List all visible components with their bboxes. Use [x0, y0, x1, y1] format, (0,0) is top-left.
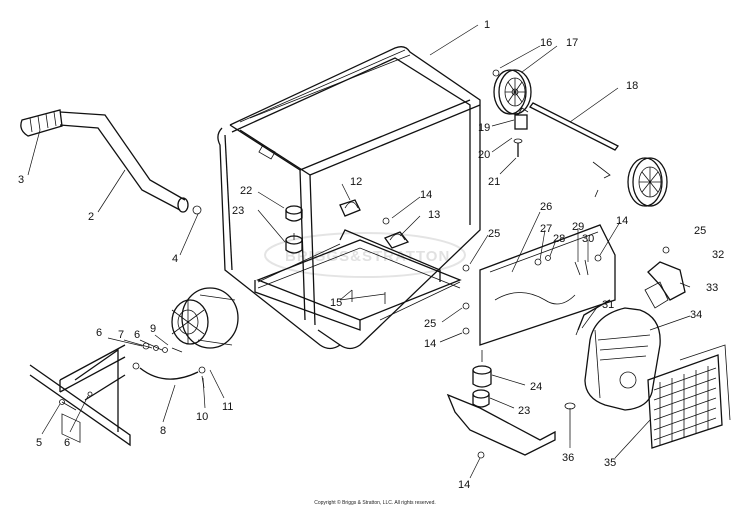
heat-shield	[647, 344, 731, 449]
callout-6b: 6	[134, 329, 140, 341]
frame-lower-left	[29, 344, 131, 447]
callout-21: 21	[488, 176, 500, 188]
callout-labels: 1 16 17 18 19 20 21 3 2 4 22 23 12 14 13…	[18, 19, 724, 491]
callout-7: 7	[118, 329, 124, 341]
callout-24: 24	[530, 381, 542, 393]
callout-14c: 14	[424, 338, 436, 350]
callout-16: 16	[540, 37, 552, 49]
wheel-top	[492, 69, 532, 115]
callout-29: 29	[572, 221, 584, 233]
callout-12: 12	[350, 176, 362, 188]
callout-26: 26	[540, 201, 552, 213]
svg-text:BRIGGS&STRATTON: BRIGGS&STRATTON	[285, 248, 450, 265]
screw-36	[564, 402, 576, 440]
callout-18: 18	[626, 80, 638, 92]
callout-6c: 6	[64, 437, 70, 449]
callout-25: 25	[488, 228, 500, 240]
callout-14d: 14	[458, 479, 470, 491]
callout-8: 8	[160, 425, 166, 437]
callout-35: 35	[604, 457, 616, 469]
callout-3: 3	[18, 174, 24, 186]
callout-28: 28	[553, 233, 565, 245]
callout-19: 19	[478, 122, 490, 134]
callout-17: 17	[566, 37, 578, 49]
callout-13: 13	[428, 209, 440, 221]
callout-22: 22	[240, 185, 252, 197]
callout-27: 27	[540, 223, 552, 235]
callout-25c: 25	[424, 318, 436, 330]
callout-34: 34	[690, 309, 702, 321]
leader-lines	[27, 24, 691, 479]
callout-25b: 25	[694, 225, 706, 237]
callout-5: 5	[36, 437, 42, 449]
callout-6: 6	[96, 327, 102, 339]
callout-9: 9	[150, 323, 156, 335]
callout-11: 11	[222, 401, 233, 413]
callout-4: 4	[172, 253, 178, 265]
callout-23b: 23	[518, 405, 530, 417]
mounts-left	[285, 205, 303, 254]
callout-10: 10	[196, 411, 208, 423]
bolt-31	[575, 299, 611, 336]
callout-14: 14	[420, 189, 432, 201]
callout-23: 23	[232, 205, 244, 217]
callout-36: 36	[562, 452, 574, 464]
exhaust-elbow	[644, 246, 686, 309]
muffler	[584, 307, 661, 411]
watermark-logo: BRIGGS&STRATTON	[264, 232, 466, 278]
copyright-notice: Copyright © Briggs & Stratton, LLC. All …	[314, 500, 436, 506]
control-bracket	[462, 224, 616, 346]
frame	[217, 46, 481, 350]
callout-20: 20	[478, 149, 490, 161]
callout-30: 30	[582, 233, 594, 245]
handle	[20, 109, 202, 215]
callout-2: 2	[88, 211, 94, 223]
axle-wheel	[529, 102, 668, 207]
bracket-hardware	[513, 107, 529, 157]
callout-1: 1	[484, 19, 490, 31]
callout-32: 32	[712, 249, 724, 261]
screws-15	[351, 290, 386, 304]
clamps	[339, 199, 410, 249]
alternator	[132, 287, 239, 389]
callout-14b: 14	[616, 215, 628, 227]
callout-31: 31	[602, 299, 614, 311]
callout-33: 33	[706, 282, 718, 294]
mounts-right	[446, 350, 556, 459]
callout-15: 15	[330, 297, 342, 309]
